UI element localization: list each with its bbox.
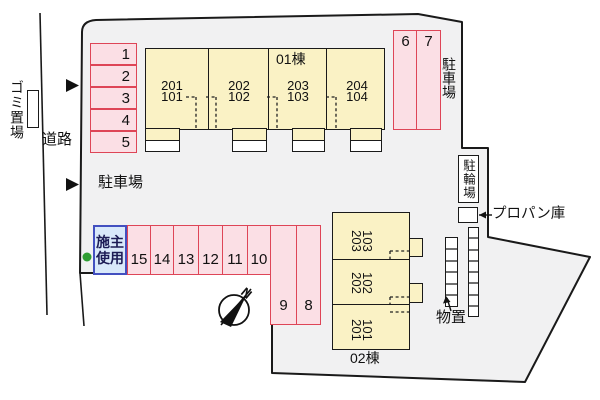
unit-upper: 202	[349, 272, 364, 294]
owner-use-stall: 施主 使用	[93, 225, 127, 275]
parking-space-number: 3	[121, 89, 130, 107]
building-02-divider	[333, 304, 409, 305]
parking-space-number: 7	[424, 33, 433, 50]
building-01-porch	[145, 128, 180, 152]
parking-space-number: 10	[250, 251, 268, 268]
parking-space-number: 5	[121, 133, 130, 151]
bicycle-parking-label: 駐輪場	[461, 158, 475, 200]
parking-space-3: 3	[90, 87, 137, 109]
parking-space-15: 15	[127, 225, 151, 275]
building-01-divider	[268, 49, 269, 129]
parking-side-label: 駐車場	[441, 57, 457, 99]
building-02-divider	[333, 259, 409, 260]
parking-space-9: 9	[270, 225, 297, 325]
parking-space-10: 10	[247, 225, 271, 275]
bicycle-parking-box: 駐輪場	[458, 155, 479, 203]
parking-space-number: 4	[121, 111, 130, 129]
unit-label-02-2: 102 202	[349, 269, 375, 297]
unit-lower: 102	[228, 89, 250, 104]
building-01-porch	[232, 128, 267, 152]
unit-lower: 104	[346, 89, 368, 104]
building-02-porch	[409, 283, 423, 303]
parking-space-14: 14	[150, 225, 174, 275]
road-left-edge	[39, 12, 48, 316]
parking-space-1: 1	[90, 43, 137, 65]
building-01-divider	[326, 49, 327, 129]
unit-upper: 201	[161, 78, 183, 93]
parking-space-4: 4	[90, 109, 137, 131]
building-01-divider	[208, 49, 209, 129]
unit-upper: 202	[228, 78, 250, 93]
unit-upper: 203	[349, 230, 364, 252]
parking-space-number: 8	[304, 297, 313, 314]
unit-label-01-4: 204 104	[339, 78, 375, 104]
parking-space-6: 6	[393, 30, 418, 130]
unit-label-01-1: 201 101	[154, 78, 190, 104]
parking-space-5: 5	[90, 131, 137, 153]
parking-space-number: 12	[202, 251, 219, 268]
entrance-step	[233, 140, 266, 151]
owner-use-label-line1: 施主	[96, 234, 124, 250]
road-right-edge-extension	[79, 272, 85, 327]
unit-upper: 203	[287, 78, 309, 93]
building-01-porch	[292, 128, 325, 152]
parking-space-8: 8	[296, 225, 321, 325]
parking-space-13: 13	[173, 225, 199, 275]
owner-use-label-line2: 使用	[96, 250, 124, 266]
parking-space-number: 11	[227, 251, 243, 268]
parking-space-number: 14	[153, 251, 171, 268]
entrance-step	[293, 140, 324, 151]
propane-box	[458, 207, 478, 223]
unit-upper: 201	[349, 319, 364, 341]
garbage-area-label: ゴミ置場	[9, 80, 25, 140]
building-02-name: 02棟	[350, 350, 380, 366]
unit-label-02-1: 103 203	[349, 227, 375, 255]
unit-label-01-2: 202 102	[221, 78, 257, 104]
parking-space-7: 7	[416, 30, 441, 130]
unit-label-02-3: 101 201	[349, 316, 375, 344]
unit-lower: 101	[161, 89, 183, 104]
unit-upper: 204	[346, 78, 368, 93]
road-label: 道路	[42, 131, 73, 148]
parking-space-number: 13	[177, 251, 195, 268]
parking-space-12: 12	[198, 225, 223, 275]
propane-label: プロパン庫	[492, 206, 566, 222]
storage-label: 物置	[436, 309, 467, 326]
building-01-name: 01棟	[276, 51, 306, 67]
unit-label-01-3: 203 103	[280, 78, 316, 104]
parking-space-11: 11	[222, 225, 248, 275]
building-01-porch	[350, 128, 382, 152]
parking-space-number: 9	[279, 297, 288, 314]
building-02-porch	[409, 238, 423, 257]
storage-shed-column-right	[468, 227, 479, 317]
storage-shed-column-left	[445, 237, 458, 307]
parking-space-number: 2	[121, 67, 130, 85]
parking-space-2: 2	[90, 65, 137, 87]
parking-area-label: 駐車場	[98, 174, 144, 191]
garbage-station-box	[27, 90, 39, 128]
parking-space-number: 6	[401, 33, 410, 50]
parking-space-number: 1	[121, 45, 130, 63]
entrance-step	[146, 140, 179, 151]
parking-space-number: 15	[130, 251, 148, 268]
unit-lower: 103	[287, 89, 309, 104]
entrance-step	[351, 140, 381, 151]
